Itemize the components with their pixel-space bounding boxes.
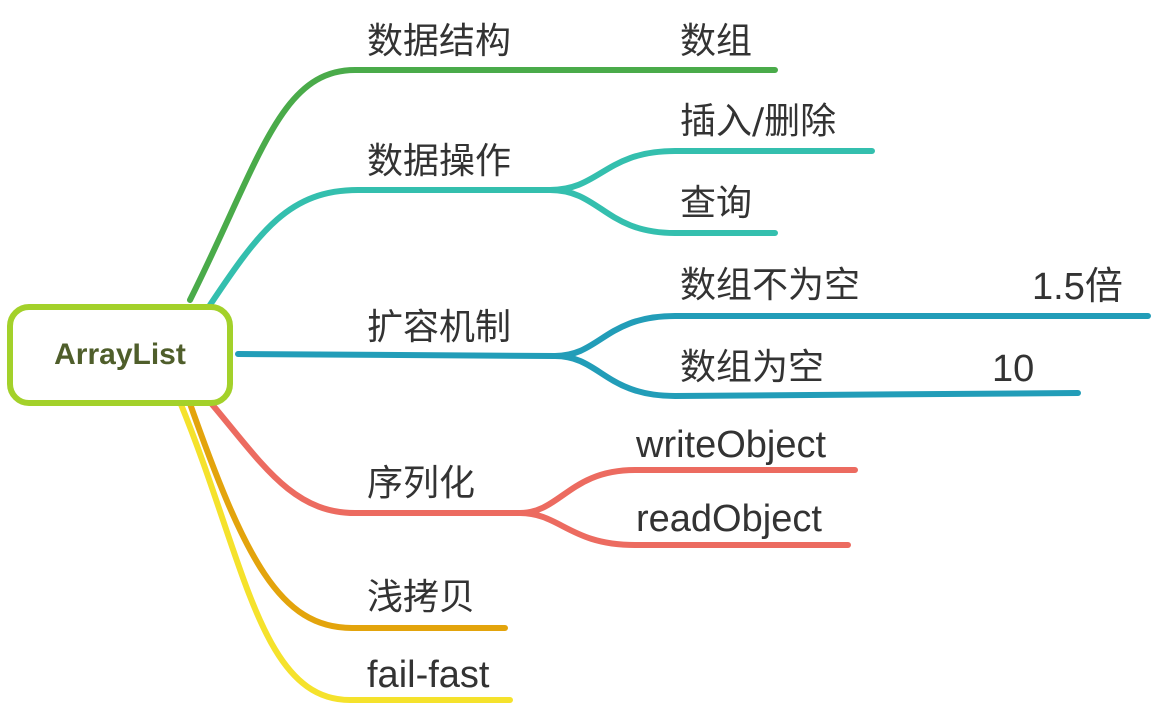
branch-connector-serialization [202,393,523,516]
root-label: ArrayList [54,338,186,371]
branch-connector-shallow-copy [185,395,508,631]
leaf-connector-empty-array [552,353,1081,400]
branch-label-data-operations[interactable]: 数据操作 [367,141,512,182]
leaf-label-array[interactable]: 数组 [680,21,753,62]
leaf-connector-query [547,187,778,236]
branch-connector-data-structure [187,67,778,303]
leaf-label-writeobject[interactable]: writeObject [636,424,827,466]
branch-label-data-structure[interactable]: 数据结构 [367,21,512,62]
leaf-connector-nonempty-array [552,313,1151,359]
root-node[interactable]: ArrayList [7,304,233,406]
leaf-label-nonempty-array[interactable]: 数组不为空 [680,265,861,306]
leaf-value-initial-capacity: 10 [992,348,1035,390]
branch-label-serialization[interactable]: 序列化 [367,463,476,504]
branch-label-fail-fast[interactable]: fail-fast [367,654,490,696]
leaf-connector-insert-delete [547,148,875,193]
branch-connector-fail-fast [177,399,513,703]
leaf-label-query[interactable]: 查询 [680,183,753,224]
branch-connector-data-operations [207,187,553,308]
branch-label-expansion[interactable]: 扩容机制 [367,307,512,348]
leaf-value-growth-factor: 1.5倍 [1032,266,1123,308]
branch-connector-expansion [235,351,558,359]
leaf-label-insert-delete[interactable]: 插入/删除 [680,101,837,142]
leaf-label-empty-array[interactable]: 数组为空 [680,347,825,388]
leaf-label-readobject[interactable]: readObject [636,498,822,540]
leaf-connector-readobject [517,510,851,548]
leaf-connector-writeobject [517,467,858,516]
branch-label-shallow-copy[interactable]: 浅拷贝 [367,577,476,618]
